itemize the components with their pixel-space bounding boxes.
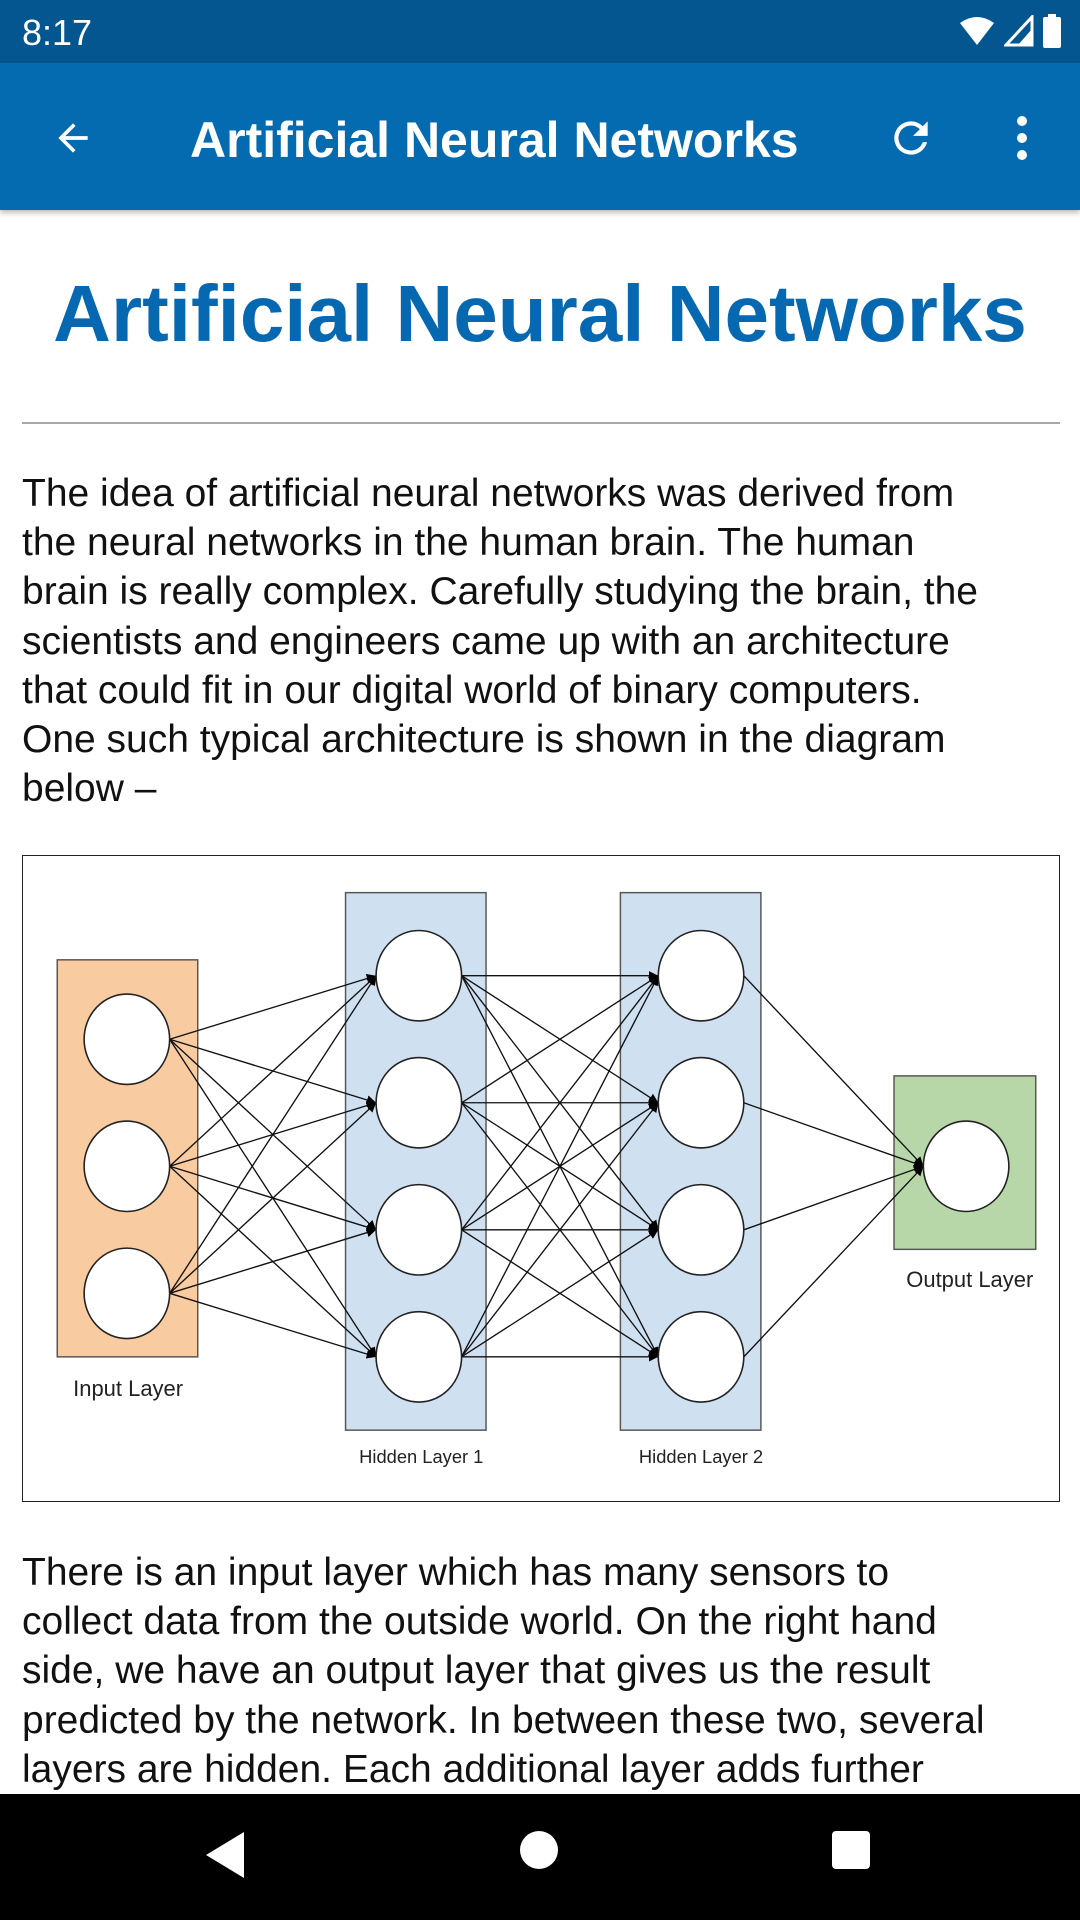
text-line: One such typical architecture is shown i… (22, 718, 946, 762)
app-bar: Artificial Neural Networks (0, 63, 1080, 210)
status-time: 8:17 (22, 12, 93, 53)
neuron (657, 1056, 745, 1149)
layer-label: Hidden Layer 2 (639, 1446, 763, 1467)
neuron (83, 1247, 171, 1340)
connections (169, 971, 924, 1362)
neuron (657, 1183, 745, 1276)
neuron (83, 993, 171, 1086)
app-bar-title: Artificial Neural Networks (190, 112, 799, 168)
text-line: collect data from the outside world. On … (22, 1600, 937, 1644)
back-button[interactable] (38, 103, 108, 173)
neuron (375, 1183, 463, 1276)
navigation-bar (0, 1794, 1080, 1920)
connection-arrow (169, 1228, 377, 1294)
text-line: that could fit in our digital world of b… (22, 668, 922, 712)
neuron (657, 929, 745, 1022)
connection-arrow (743, 1102, 924, 1168)
connection-arrow (169, 973, 377, 1040)
refresh-icon (894, 121, 928, 155)
neuron (375, 1310, 463, 1403)
more-options-button[interactable] (987, 103, 1057, 173)
text-line: side, we have an output layer that gives… (22, 1649, 931, 1693)
divider (22, 422, 1060, 424)
layer-boxes (56, 891, 1037, 1431)
text-line: below – (22, 767, 157, 811)
text-line: There is an input layer which has many s… (22, 1551, 890, 1594)
connection-arrow (169, 1102, 377, 1294)
text-line: The idea of artificial neural networks w… (22, 472, 955, 515)
connection-arrow (169, 975, 377, 1167)
refresh-button[interactable] (876, 103, 946, 173)
article-heading: Artificial Neural Networks (53, 269, 1027, 358)
neurons (83, 929, 1010, 1403)
cellular-signal-icon (1004, 15, 1034, 47)
battery-icon (1043, 14, 1061, 48)
connection-arrow (743, 1164, 924, 1231)
text-line: brain is really complex. Carefully study… (22, 570, 978, 614)
connection-arrow (461, 1229, 659, 1358)
text-line: layers are hidden. Each additional layer… (22, 1747, 924, 1791)
wifi-icon (960, 17, 994, 45)
neuron (375, 929, 463, 1022)
more-vertical-icon (1017, 116, 1027, 160)
back-triangle-icon[interactable] (204, 1830, 248, 1880)
neuron (375, 1056, 463, 1149)
recents-square-icon[interactable] (831, 1830, 871, 1870)
neuron (922, 1120, 1010, 1213)
paragraph-layers: There is an input layer which has many s… (22, 1548, 985, 1794)
text-line: the neural networks in the human brain. … (22, 521, 915, 565)
connection-arrow (743, 1165, 924, 1358)
neuron (83, 1120, 171, 1213)
connection-arrow (460, 975, 659, 1358)
layer-label: Hidden Layer 1 (359, 1446, 483, 1467)
layer-label: Input Layer (73, 1376, 183, 1401)
home-circle-icon[interactable] (519, 1830, 559, 1870)
connection-arrow (169, 1292, 377, 1359)
connection-arrow (461, 1102, 659, 1358)
layer-label: Output Layer (906, 1267, 1033, 1292)
text-line: predicted by the network. In between the… (22, 1698, 985, 1742)
connection-arrow (461, 975, 659, 1231)
paragraph-intro: The idea of artificial neural networks w… (22, 469, 978, 813)
status-bar: 8:17 (0, 0, 1080, 63)
connection-arrow (743, 975, 924, 1167)
text-line: scientists and engineers came up with an… (22, 619, 950, 663)
connection-arrow (169, 975, 377, 1294)
neuron (657, 1310, 745, 1403)
connection-arrow (461, 975, 659, 1104)
arrow-left-icon (58, 123, 88, 153)
